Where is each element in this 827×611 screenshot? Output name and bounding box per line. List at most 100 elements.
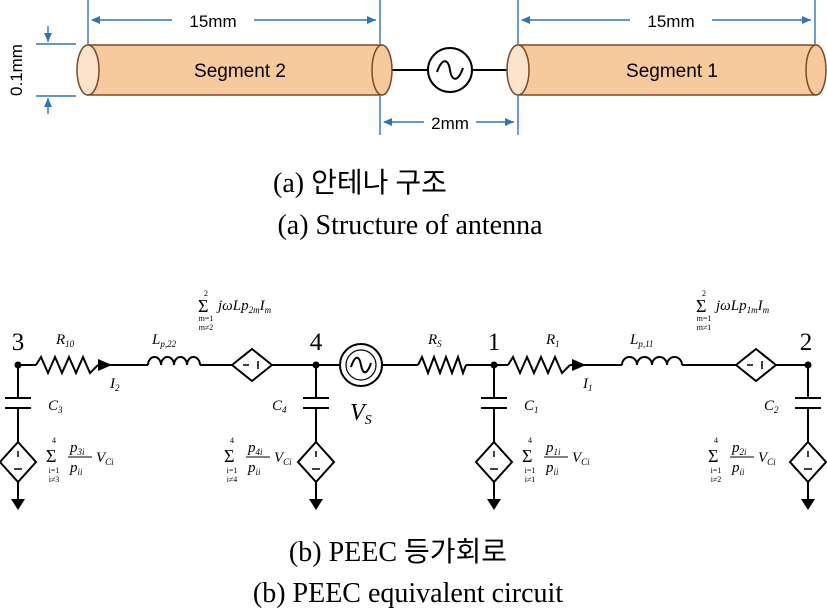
resistor-r1: [507, 354, 571, 376]
shunt-branch-node-2: [788, 365, 827, 510]
segment-2-label: Segment 2: [194, 61, 286, 82]
label-vs: VS: [350, 400, 372, 428]
left-length-label: 15mm: [189, 12, 236, 31]
label-c1: C1: [524, 398, 539, 415]
ground-arrow-icon: [11, 499, 25, 510]
capacitor-c1: [481, 365, 507, 500]
sum-lower-limit: i=1: [711, 466, 722, 475]
label-i2: I2: [109, 376, 120, 393]
mutual-right-term: jωLp1mIm: [714, 298, 770, 315]
diamond-source-icon: [230, 347, 274, 383]
source-tail: VCi: [274, 450, 292, 467]
source-tail: VCi: [96, 450, 114, 467]
segment-2-cylinder: Segment 2: [76, 44, 393, 96]
sum-lower-limit: i=1: [525, 466, 536, 475]
resistor-r10: [35, 354, 99, 376]
segment-1-right-end: [805, 44, 827, 96]
sum-lower-limit: i=1: [227, 466, 238, 475]
sigma-symbol: Σ: [224, 446, 234, 466]
source-tail: VCi: [572, 450, 590, 467]
caption-b-korean: (b) PEEC 등가회로: [289, 537, 507, 568]
sigma-symbol: Σ: [708, 446, 718, 466]
segment-1-cylinder: Segment 1: [506, 44, 827, 96]
fraction-denominator: pii: [69, 460, 83, 477]
gap-label: 2mm: [431, 114, 469, 133]
fraction-denominator: pii: [247, 460, 261, 477]
node-label-4: 4: [310, 329, 323, 356]
expression-source-node-3: 4 Σ p3i pii VCi i=1 i≠3: [46, 436, 114, 484]
segment-2-body: [87, 44, 383, 96]
node-label-3: 3: [12, 329, 25, 356]
node-label-1: 1: [488, 329, 501, 356]
sigma-symbol: Σ: [46, 446, 56, 466]
expression-source-node-1: 4 Σ p1i pii VCi i=1 i≠1: [522, 436, 590, 484]
dependent-source-mutual-right: [734, 347, 778, 383]
ground-arrow-icon: [309, 499, 323, 510]
sum-exclusion: i≠1: [525, 475, 536, 484]
segment-1-label: Segment 1: [626, 61, 718, 82]
fraction-numerator: p4i: [247, 440, 263, 457]
ground-arrow-icon: [487, 499, 501, 510]
label-lp11: Lp,11: [629, 332, 653, 349]
sum-exclusion: i≠3: [49, 475, 60, 484]
sine-wave-icon: [436, 60, 464, 80]
label-c3: C3: [48, 398, 63, 415]
shunt-branch-node-3: [0, 365, 38, 510]
segment-1-left-face: [506, 44, 530, 96]
fraction-numerator: p1i: [545, 440, 561, 457]
expression-source-node-2: 4 Σ p2i pii VCi i=1 i≠2: [708, 436, 776, 484]
caption-b-english: (b) PEEC equivalent circuit: [253, 578, 563, 609]
antenna-structure: 15mm 15mm 2mm 0.1mm Segment 2: [7, 0, 827, 135]
peec-circuit: 3 4 1 2: [0, 289, 827, 510]
sum-lower-limit: m=1: [697, 314, 712, 323]
caption-a-english: (a) Structure of antenna: [277, 210, 543, 241]
sum-upper-limit: 4: [52, 436, 56, 445]
sum-lower-limit: m=1: [199, 314, 214, 323]
sum-lower-limit: i=1: [49, 466, 60, 475]
sigma-symbol: Σ: [198, 296, 208, 316]
label-rs: RS: [427, 332, 442, 349]
caption-a-korean: (a) 안테나 구조: [273, 168, 447, 199]
label-r1: R1: [545, 332, 560, 349]
node-label-2: 2: [800, 329, 813, 356]
sum-upper-limit: 4: [714, 436, 718, 445]
capacitor-c2: [795, 365, 821, 500]
expression-source-node-4: 4 Σ p4i pii VCi i=1 i≠4: [224, 436, 292, 484]
source-tail: VCi: [758, 450, 776, 467]
sum-upper-limit: 2: [702, 289, 706, 298]
capacitor-c4: [303, 365, 329, 500]
sum-upper-limit: 4: [230, 436, 234, 445]
fraction-numerator: p3i: [69, 440, 85, 457]
mutual-left-term: jωLp2mIm: [216, 298, 272, 315]
label-c4: C4: [272, 398, 287, 415]
sum-exclusion: i≠4: [227, 475, 238, 484]
sum-exclusion: m≠1: [697, 323, 712, 332]
sum-upper-limit: 2: [204, 289, 208, 298]
inductor-lp11: [621, 356, 683, 366]
segment-2-right-end: [371, 44, 393, 96]
capacitor-c3: [5, 365, 31, 500]
dependent-source-mutual-left: [230, 347, 274, 383]
sine-wave-icon: [350, 356, 372, 374]
fraction-numerator: p2i: [731, 440, 747, 457]
current-arrow-i2: [98, 359, 112, 371]
diamond-source-icon: [734, 347, 778, 383]
label-bg: [630, 9, 712, 31]
shunt-branch-node-1: [474, 365, 514, 510]
expression-mutual-right: 2 Σ jωLp1mIm m=1 m≠1: [696, 289, 770, 332]
label-bg: [172, 9, 254, 31]
voltage-source-inner-ring: [345, 349, 377, 381]
label-c2: C2: [764, 398, 779, 415]
current-arrow-i1: [572, 359, 586, 371]
segment-2-left-face: [76, 44, 100, 96]
fraction-denominator: pii: [731, 460, 745, 477]
diamond-source-icon: [788, 440, 827, 484]
label-i1: I1: [582, 376, 593, 393]
shunt-branch-node-4: [296, 365, 336, 510]
inductor-lp22: [147, 356, 201, 366]
right-length-label: 15mm: [647, 12, 694, 31]
sum-exclusion: m≠2: [199, 323, 214, 332]
sigma-symbol: Σ: [522, 446, 532, 466]
diamond-source-icon: [296, 440, 336, 484]
